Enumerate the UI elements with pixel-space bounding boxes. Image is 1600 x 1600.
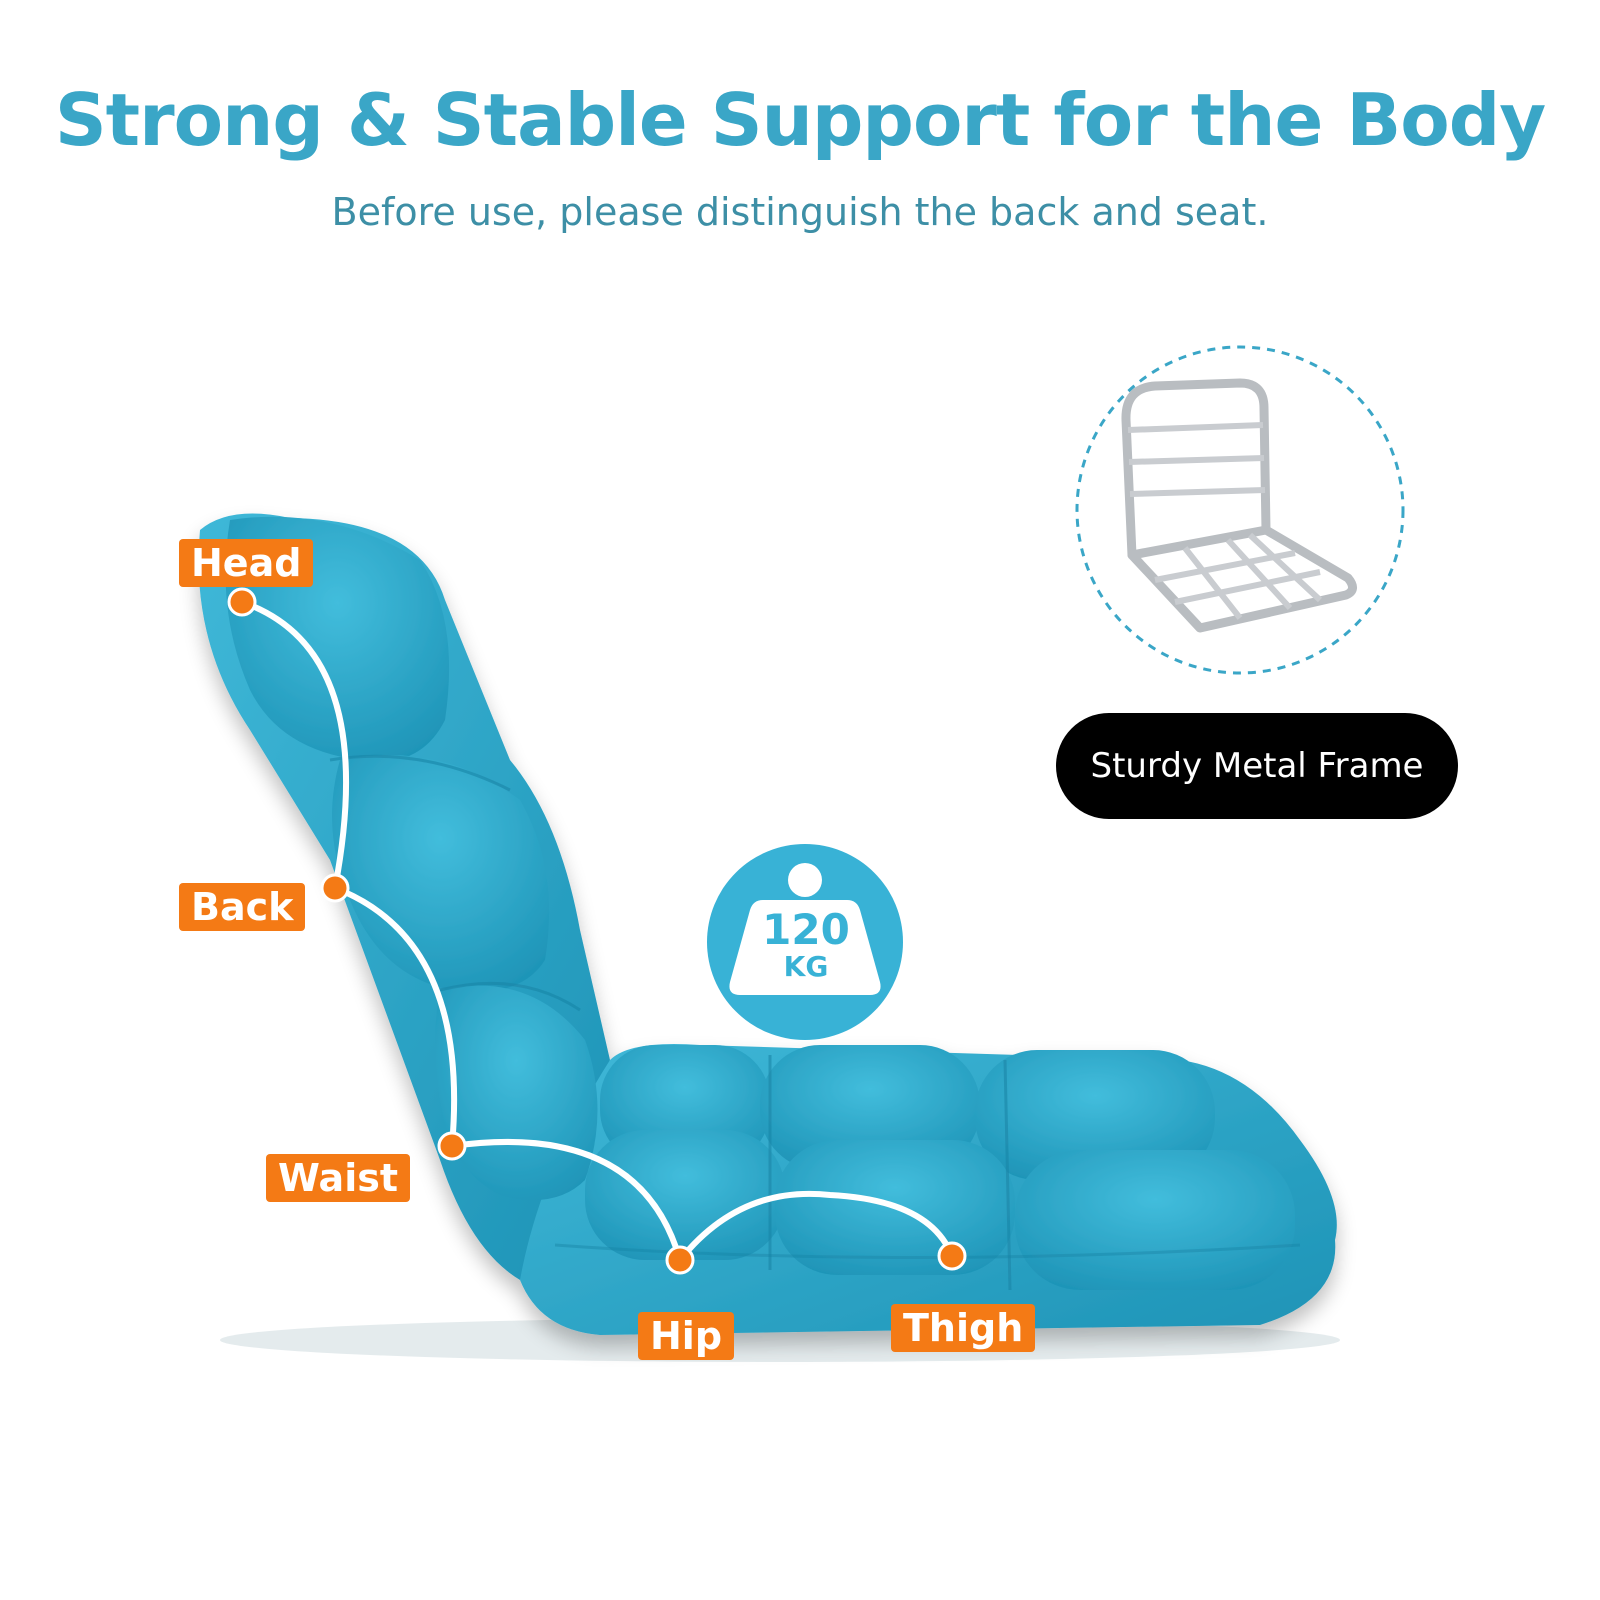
floor-shadow	[220, 1318, 1340, 1362]
support-point-thigh	[937, 1241, 967, 1271]
support-curve	[227, 587, 967, 1275]
seat-cushion	[760, 1045, 980, 1170]
label-head: Head	[179, 539, 314, 587]
page-title: Strong & Stable Support for the Body	[54, 78, 1546, 162]
label-waist: Waist	[266, 1154, 411, 1202]
support-point-waist	[437, 1131, 467, 1161]
chair-body	[198, 513, 1337, 1335]
cushion-seam	[1003, 1059, 1012, 1291]
cushion-seam	[329, 754, 511, 792]
weight-capacity-value: 120	[762, 905, 850, 954]
page-subtitle: Before use, please distinguish the back …	[331, 190, 1269, 234]
feature-pill-metal-frame: Sturdy Metal Frame	[1056, 713, 1458, 819]
metal-frame-image	[1075, 345, 1405, 675]
support-point-head	[227, 587, 257, 617]
weight-badge	[707, 844, 903, 1040]
label-thigh: Thigh	[891, 1304, 1036, 1352]
seat-cushion	[975, 1050, 1215, 1180]
seat-cushion	[585, 1130, 785, 1260]
back-cushion	[332, 755, 550, 992]
cushion-seam	[439, 981, 581, 1012]
label-hip: Hip	[638, 1312, 735, 1360]
cushion-seam	[554, 1243, 1301, 1259]
weight-icon	[729, 863, 881, 995]
seat-cushion	[1015, 1150, 1295, 1290]
weight-capacity-unit: KG	[783, 950, 829, 983]
support-point-back	[320, 873, 350, 903]
support-point-hip	[665, 1245, 695, 1275]
label-back: Back	[179, 883, 306, 931]
